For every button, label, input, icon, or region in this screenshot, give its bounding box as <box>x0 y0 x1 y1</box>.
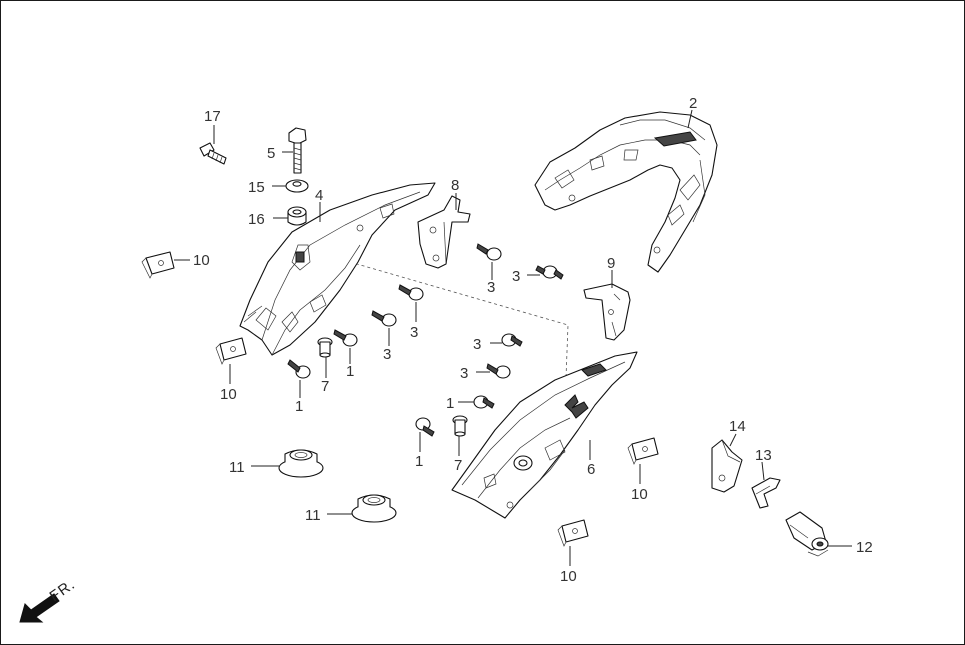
label-14: 14 <box>729 418 746 435</box>
part-17-bolt <box>199 142 227 165</box>
label-10c: 10 <box>631 486 648 503</box>
label-9: 9 <box>607 255 615 272</box>
screw-1a <box>333 329 358 347</box>
label-17: 17 <box>204 108 221 125</box>
clip-10a <box>141 251 175 279</box>
label-3e: 3 <box>473 336 481 353</box>
screw-1b <box>287 359 311 379</box>
screw-3b <box>535 265 564 280</box>
label-1c: 1 <box>446 395 454 412</box>
screw-3c <box>398 284 424 301</box>
label-3c: 3 <box>410 324 418 341</box>
front-direction-indicator: FR. <box>19 576 79 623</box>
part-13-spring-clip <box>751 477 781 509</box>
part-7-pins <box>317 337 468 437</box>
screw-3a <box>476 243 502 261</box>
part-5-bolt <box>288 127 307 174</box>
label-5: 5 <box>267 145 275 162</box>
label-11b: 11 <box>305 507 321 524</box>
label-10b: 10 <box>220 386 237 403</box>
screw-3f <box>486 363 511 379</box>
clip-10b <box>215 337 247 365</box>
screw-3e <box>501 333 523 347</box>
pin-7b <box>452 415 468 437</box>
part-11-grommets <box>278 449 397 523</box>
screw-1c <box>473 395 495 409</box>
label-10d: 10 <box>560 568 577 585</box>
clip-10c <box>627 437 659 465</box>
label-1d: 1 <box>415 453 423 470</box>
label-16: 16 <box>248 211 265 228</box>
label-15: 15 <box>248 179 265 196</box>
part-15-washer <box>285 179 309 193</box>
label-3f: 3 <box>460 365 468 382</box>
label-7a: 7 <box>321 378 329 395</box>
label-1b: 1 <box>295 398 303 415</box>
screw-3d <box>371 310 397 327</box>
part-6-right-cover <box>451 351 638 519</box>
pin-7a <box>317 337 333 358</box>
grommet-11a <box>278 449 324 478</box>
label-3a: 3 <box>487 279 495 296</box>
label-3b: 3 <box>512 268 520 285</box>
label-4: 4 <box>315 187 323 204</box>
leader-lines <box>174 109 852 566</box>
label-2: 2 <box>689 95 697 112</box>
label-1a: 1 <box>346 363 354 380</box>
part-8-bracket <box>417 195 471 269</box>
part-10-clips <box>141 251 659 547</box>
label-10a: 10 <box>193 252 210 269</box>
grommet-11b <box>351 494 397 523</box>
label-8: 8 <box>451 177 459 194</box>
part-9-bracket <box>583 283 631 341</box>
label-3d: 3 <box>383 346 391 363</box>
label-11a: 11 <box>229 459 245 476</box>
part-16-bushing <box>287 206 307 226</box>
part-14-plate <box>711 439 743 493</box>
screw-1d <box>415 417 435 437</box>
part-4-left-cover <box>239 182 436 356</box>
part-12-lock-cylinder <box>785 511 829 557</box>
label-7b: 7 <box>454 457 462 474</box>
label-6: 6 <box>587 461 595 478</box>
callout-labels: 17 5 15 16 4 8 2 9 10 10 3 3 3 3 3 3 1 1… <box>193 95 873 585</box>
clip-10d <box>557 519 589 547</box>
part-2-grab-rail <box>534 111 718 273</box>
part-3-screws <box>371 243 564 379</box>
label-12: 12 <box>856 539 873 556</box>
front-arrow-icon <box>19 593 60 623</box>
label-13: 13 <box>755 447 772 464</box>
